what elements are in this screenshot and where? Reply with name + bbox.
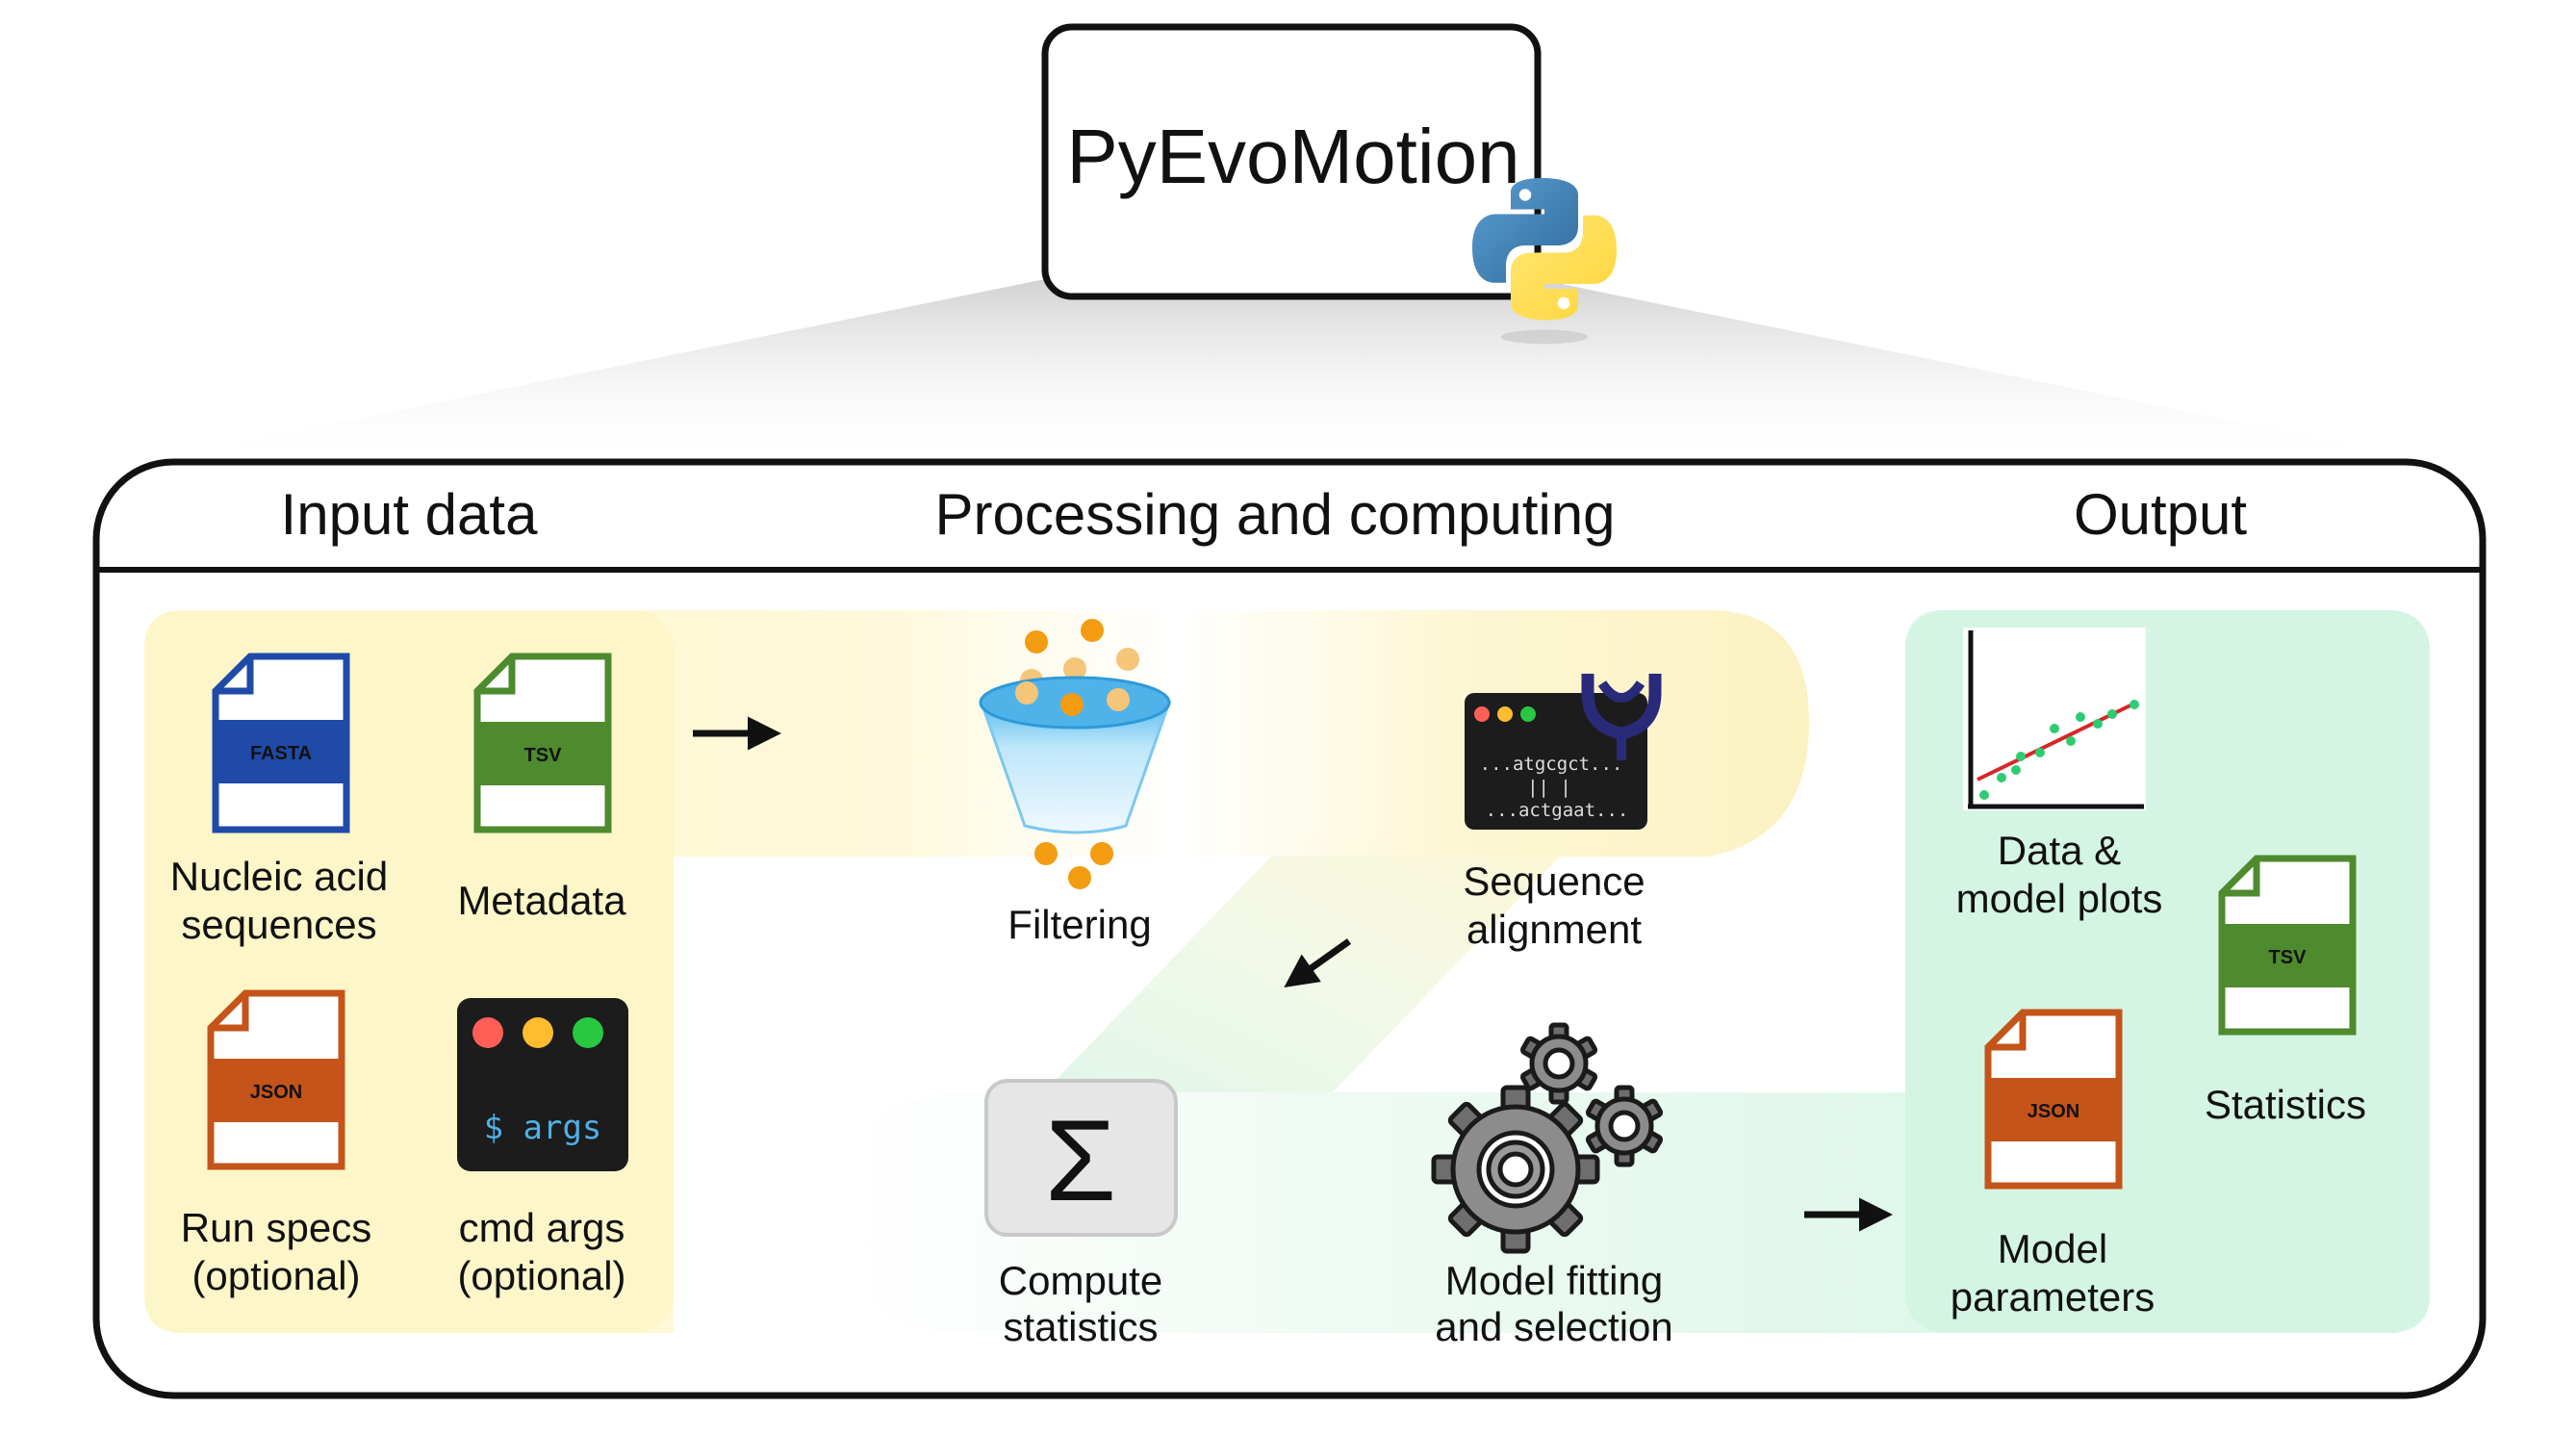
alignment-bars: || | xyxy=(1527,777,1571,798)
section-processing-header: Processing and computing xyxy=(934,482,1615,547)
projection-cone xyxy=(192,279,2386,452)
compute-label-line2: statistics xyxy=(1003,1304,1158,1349)
metadata-label: Metadata xyxy=(457,878,626,923)
tsv-file-icon: TSV xyxy=(473,653,612,833)
arrow-icon xyxy=(1284,938,1352,988)
json-badge: JSON xyxy=(250,1082,302,1103)
args-prompt: $ args xyxy=(484,1109,602,1147)
params-label-line2: parameters xyxy=(1951,1274,2155,1320)
python-logo xyxy=(1472,178,1617,345)
alignment-terminal-icon: ...atgcgct... || | ...actgaat... xyxy=(1465,693,1647,830)
section-input-header: Input data xyxy=(281,482,539,547)
funnel-icon xyxy=(979,619,1172,889)
section-output-header: Output xyxy=(2074,482,2247,547)
params-json-file-icon: JSON xyxy=(1984,1009,2123,1190)
plots-label-line2: model plots xyxy=(1956,876,2163,921)
page-title: PyEvoMotion xyxy=(1066,114,1519,199)
model-label-line2: and selection xyxy=(1435,1304,1673,1349)
stats-tsv-file-icon: TSV xyxy=(2218,855,2357,1036)
compute-label-line1: Compute xyxy=(999,1258,1162,1303)
params-json-badge: JSON xyxy=(2028,1101,2079,1122)
alignment-label-line1: Sequence xyxy=(1463,858,1645,904)
aligner-logo-icon xyxy=(1581,674,1662,760)
model-label-line1: Model fitting xyxy=(1445,1258,1663,1303)
alignment-seq1: ...atgcgct... xyxy=(1480,754,1623,775)
cmdargs-label-line1: cmd args xyxy=(459,1205,625,1250)
statistics-label: Statistics xyxy=(2205,1082,2366,1127)
fasta-file-icon: FASTA xyxy=(212,653,350,833)
stats-tsv-badge: TSV xyxy=(2269,947,2308,968)
fasta-label-line2: sequences xyxy=(181,902,376,947)
alignment-label-line2: alignment xyxy=(1467,907,1642,952)
alignment-seq2: ...actgaat... xyxy=(1486,800,1629,821)
tsv-badge: TSV xyxy=(524,745,563,766)
scatter-plot-icon xyxy=(1963,628,2146,810)
terminal-icon: $ args xyxy=(457,998,628,1171)
runspecs-label-line2: (optional) xyxy=(191,1253,360,1298)
sigma-symbol: Σ xyxy=(1045,1096,1116,1225)
fasta-label-line1: Nucleic acid xyxy=(170,854,388,899)
json-file-icon: JSON xyxy=(207,989,345,1170)
fasta-badge: FASTA xyxy=(250,743,312,764)
params-label-line1: Model xyxy=(1998,1226,2107,1271)
plots-label-line1: Data & xyxy=(1998,828,2121,873)
cmdargs-label-line2: (optional) xyxy=(457,1253,625,1298)
title-box: PyEvoMotion xyxy=(1041,23,1542,300)
filtering-label: Filtering xyxy=(1007,902,1151,947)
gear-icon xyxy=(1431,1022,1664,1254)
runspecs-label-line1: Run specs xyxy=(181,1205,371,1250)
sigma-icon: Σ xyxy=(984,1079,1178,1237)
